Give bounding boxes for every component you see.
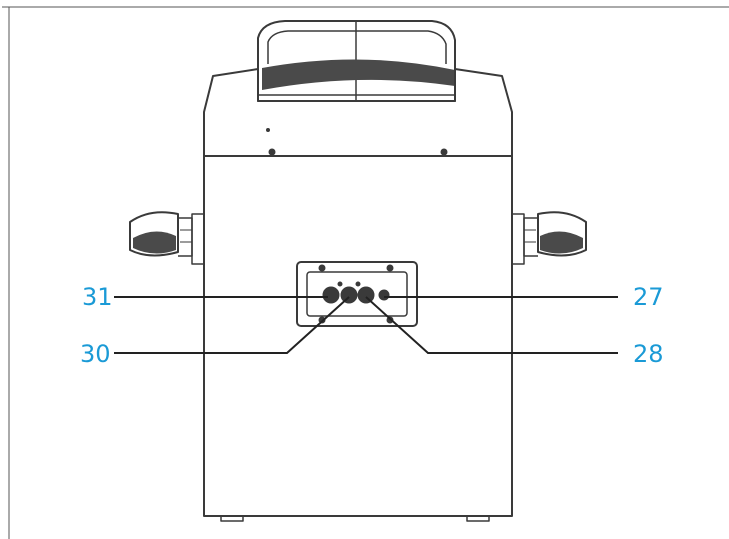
callout-30: 30 xyxy=(80,340,111,368)
left-side-knob xyxy=(129,211,205,265)
leader-line-30 xyxy=(114,296,350,354)
image-frame xyxy=(2,6,729,539)
port-30 xyxy=(340,286,358,304)
port-28 xyxy=(357,286,375,304)
port-31 xyxy=(322,286,340,304)
callout-27: 27 xyxy=(633,283,664,311)
leader-lines xyxy=(114,296,618,354)
port-27 xyxy=(378,289,390,301)
callout-labels: 31 30 27 28 xyxy=(80,283,664,368)
callout-28: 28 xyxy=(633,340,664,368)
callout-31: 31 xyxy=(82,283,113,311)
right-side-knob xyxy=(511,211,587,265)
main-body xyxy=(203,155,513,522)
leader-line-28 xyxy=(365,296,618,354)
device-body xyxy=(129,20,587,522)
connector-panel xyxy=(296,261,418,327)
upper-housing xyxy=(203,68,513,157)
top-handle xyxy=(257,20,456,102)
